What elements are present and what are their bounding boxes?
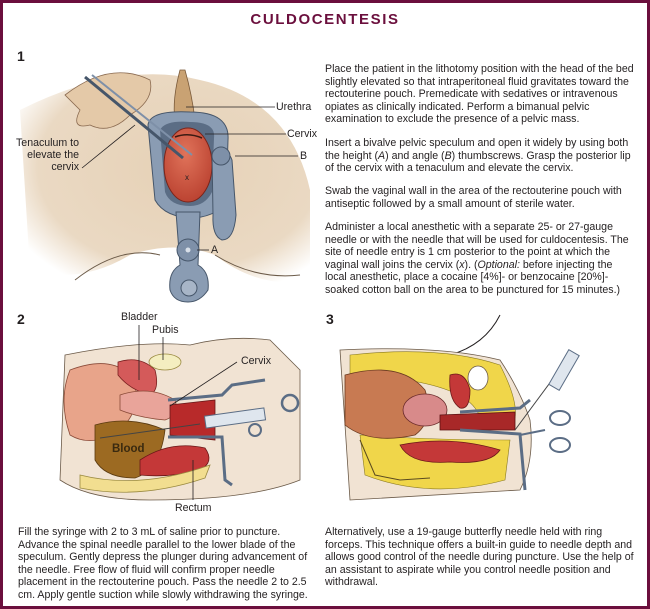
panel-3-paragraph: Alternatively, use a 19-gauge butterfly … [325, 526, 634, 589]
label-pubis: Pubis [152, 324, 179, 336]
panel-1-number: 1 [17, 48, 25, 64]
label-tenaculum-line-1: Tenaculum to [16, 137, 80, 149]
panel-2-paragraph: Fill the syringe with 2 to 3 mL of salin… [18, 526, 308, 601]
panel-3-illustration [339, 314, 580, 501]
panel-1-paragraph-4: Administer a local anesthetic with a sep… [325, 221, 629, 296]
uterus-shape [402, 393, 448, 427]
label-bladder: Bladder [121, 311, 158, 323]
label-cervix-2: Cervix [241, 355, 272, 367]
rectum-shape [139, 445, 210, 477]
label-rectum: Rectum [175, 502, 212, 514]
label-blood: Blood [112, 443, 145, 455]
bladder-shape [449, 373, 471, 409]
ring-forceps [519, 429, 546, 436]
label-tenaculum-line-3: cervix [51, 161, 79, 173]
butterfly-needle [514, 379, 553, 431]
label-urethra: Urethra [276, 101, 312, 113]
rectum-shape [399, 440, 501, 463]
syringe-barrel [203, 407, 267, 429]
speculum-lower-blade [168, 435, 233, 487]
speculum-upper-blade [167, 378, 266, 402]
tenaculum-instrument [84, 75, 184, 160]
speculum-upper-blade [459, 398, 531, 414]
label-tenaculum: Tenaculum to elevate the cervix [16, 137, 79, 173]
panel-1-paragraph-3: Swab the vaginal wall in the area of the… [325, 185, 622, 210]
label-b: B [300, 150, 308, 162]
figure-title: CULDOCENTESIS [250, 11, 400, 28]
thumbscrew-b [211, 146, 231, 166]
label-tenaculum-line-2: elevate the [27, 149, 79, 161]
panel-3-number: 3 [326, 311, 334, 327]
panel-1-paragraph-2: Insert a bivalve pelvic speculum and ope… [325, 137, 631, 175]
panel-1-paragraph-1: Place the patient in the lithotomy posit… [325, 63, 634, 126]
spinal-needle [99, 423, 201, 439]
panel-2-illustration [59, 325, 301, 501]
panel-1-illustration: x [20, 69, 310, 303]
site-x-mark: x [185, 173, 189, 182]
syringe-barrel [548, 348, 580, 392]
label-cervix-1: Cervix [287, 128, 318, 140]
panel-2-number: 2 [17, 311, 25, 327]
pubis-shape [148, 353, 182, 371]
syringe-ring [280, 393, 300, 413]
label-a: A [211, 244, 219, 256]
